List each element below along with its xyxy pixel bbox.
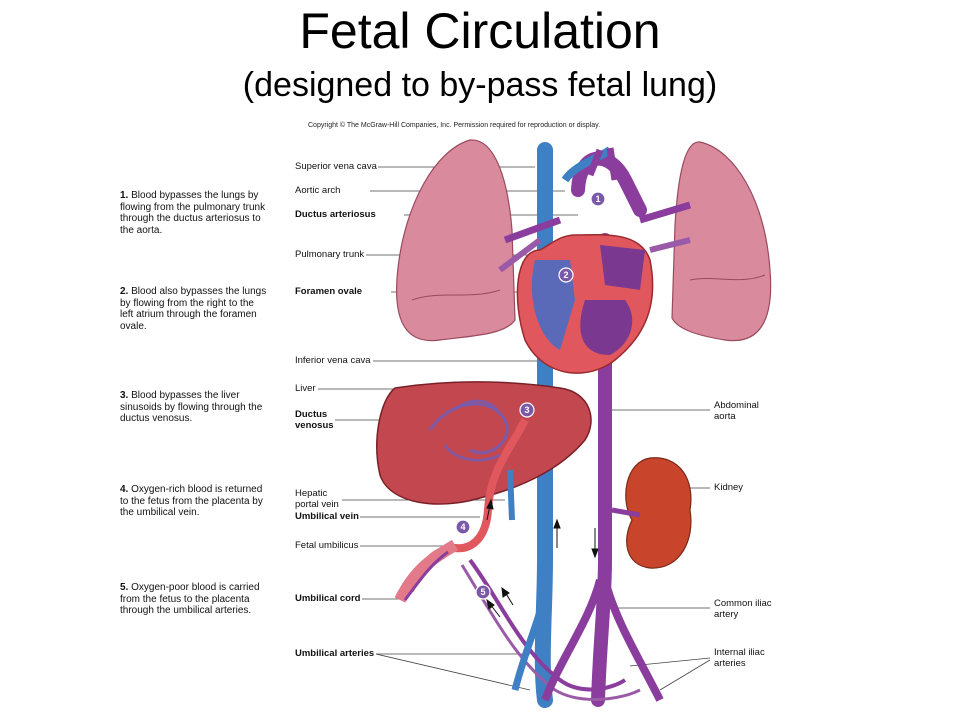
label-umbilical-cord: Umbilical cord: [295, 593, 361, 604]
marker-2: 2: [563, 270, 568, 280]
label-foramen-ovale: Foramen ovale: [295, 286, 363, 297]
kidney: [625, 457, 692, 569]
umbilical-cord: [394, 539, 459, 603]
vena-cava: [534, 142, 553, 708]
marker-1: 1: [595, 194, 600, 204]
label-aortic-arch: Aortic arch: [295, 185, 341, 196]
label-ductus: Ductus: [295, 409, 328, 420]
copyright-notice: Copyright © The McGraw-Hill Companies, I…: [308, 122, 601, 129]
umbilical-arteries: [468, 558, 627, 692]
label-kidney: Kidney: [714, 482, 744, 493]
label-internal-iliac: Internal iliac: [714, 647, 765, 658]
step-1: 1. Blood bypasses the lungs by flowing f…: [120, 190, 266, 236]
label-artery: artery: [714, 609, 739, 620]
label-inferior-vena-cava: Inferior vena cava: [295, 355, 371, 366]
label-abdominal: Abdominal: [714, 400, 759, 411]
right-lung: [671, 141, 772, 342]
label-umbilical-arteries: Umbilical arteries: [295, 648, 375, 659]
label-aorta: aorta: [714, 411, 736, 422]
label-common-iliac: Common iliac: [714, 598, 772, 609]
label-hepatic: Hepatic: [295, 488, 328, 499]
label-portal-vein: portal vein: [295, 499, 339, 510]
marker-4: 4: [460, 522, 465, 532]
label-arteries: arteries: [714, 658, 746, 669]
step-3: 3. Blood bypasses the liver sinusoids by…: [120, 390, 263, 424]
label-superior-vena-cava: Superior vena cava: [295, 161, 377, 172]
marker-3: 3: [524, 405, 529, 415]
page-subtitle: (designed to by-pass fetal lung): [242, 66, 718, 104]
step-2: 2. Blood also bypasses the lungs by flow…: [120, 286, 267, 332]
marker-5: 5: [480, 587, 485, 597]
label-liver: Liver: [295, 383, 316, 394]
label-ductus-arteriosus: Ductus arteriosus: [295, 209, 376, 220]
label-fetal-umbilicus: Fetal umbilicus: [295, 540, 359, 551]
heart: [516, 233, 654, 374]
label-umbilical-vein: Umbilical vein: [295, 511, 359, 522]
liver: [376, 381, 592, 505]
step-5: 5. Oxygen-poor blood is carried from the…: [120, 582, 260, 616]
step-markers: [455, 191, 606, 600]
label-pulmonary-trunk: Pulmonary trunk: [295, 249, 365, 260]
label-venosus: venosus: [295, 420, 334, 431]
page-title: Fetal Circulation: [299, 3, 661, 59]
step-4: 4. Oxygen-rich blood is returned to the …: [120, 484, 263, 518]
left-lung: [396, 139, 516, 342]
